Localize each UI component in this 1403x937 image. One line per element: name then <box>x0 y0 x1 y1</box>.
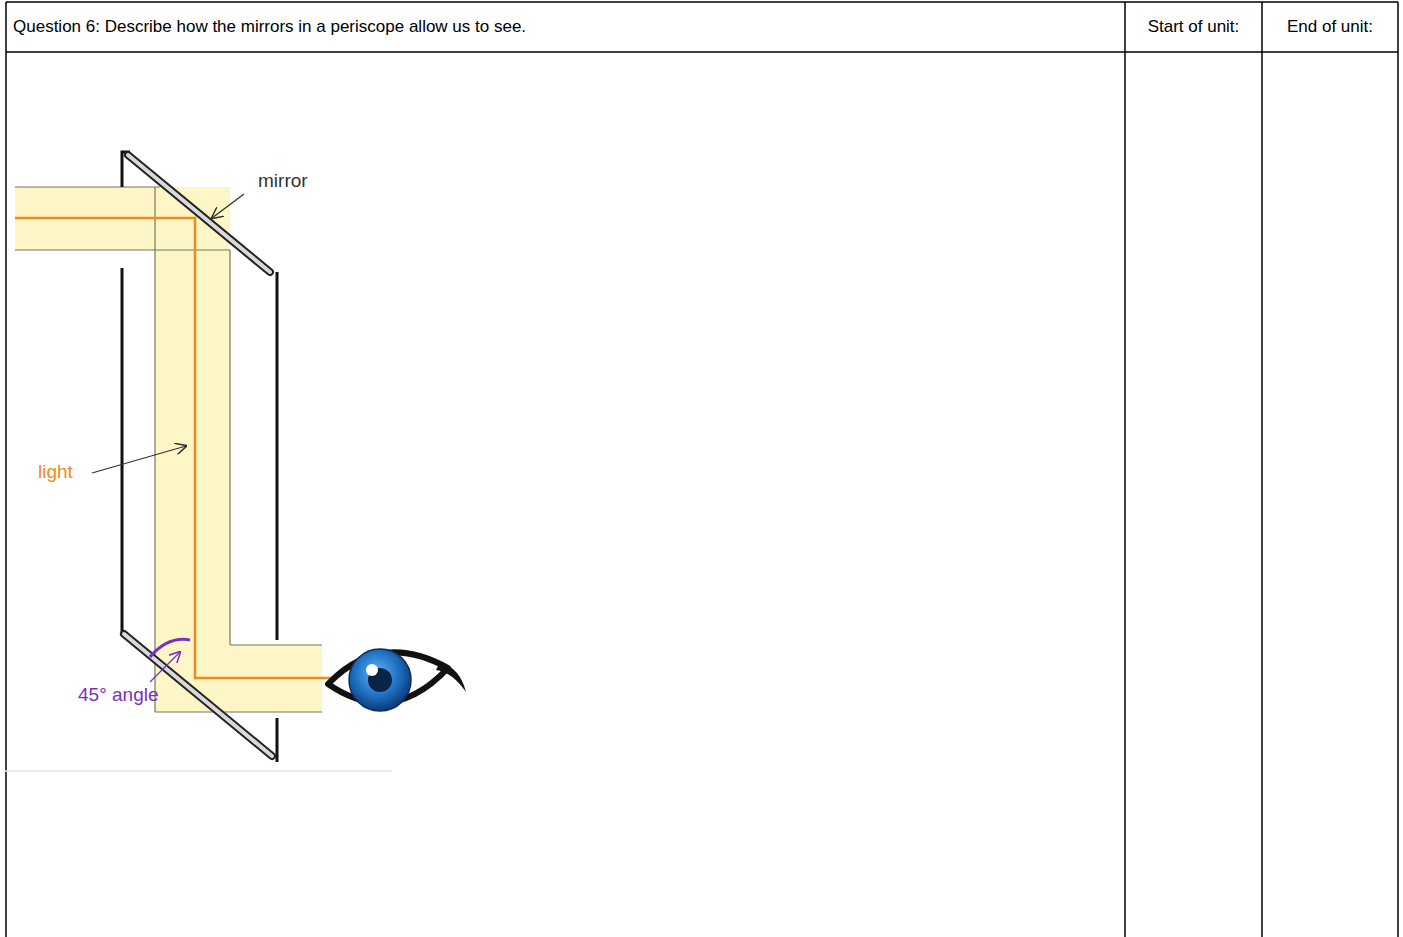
part-label: light <box>38 461 98 484</box>
table-grid <box>6 2 1398 937</box>
angle-label: 45° angle <box>78 684 188 707</box>
periscope-tube <box>122 152 277 762</box>
leader-line <box>92 446 186 473</box>
column-header: Start of unit: <box>1127 17 1260 37</box>
eye-icon <box>328 649 466 711</box>
leader-line <box>212 194 244 218</box>
light-beam <box>15 187 345 712</box>
column-header: End of unit: <box>1264 17 1396 37</box>
mirror <box>124 155 272 756</box>
image-edge <box>5 770 392 772</box>
question-text: Question 6: Describe how the mirrors in … <box>13 17 1113 37</box>
leader-line <box>150 652 180 682</box>
angle-arc <box>150 639 190 657</box>
part-label: mirror <box>258 170 348 193</box>
